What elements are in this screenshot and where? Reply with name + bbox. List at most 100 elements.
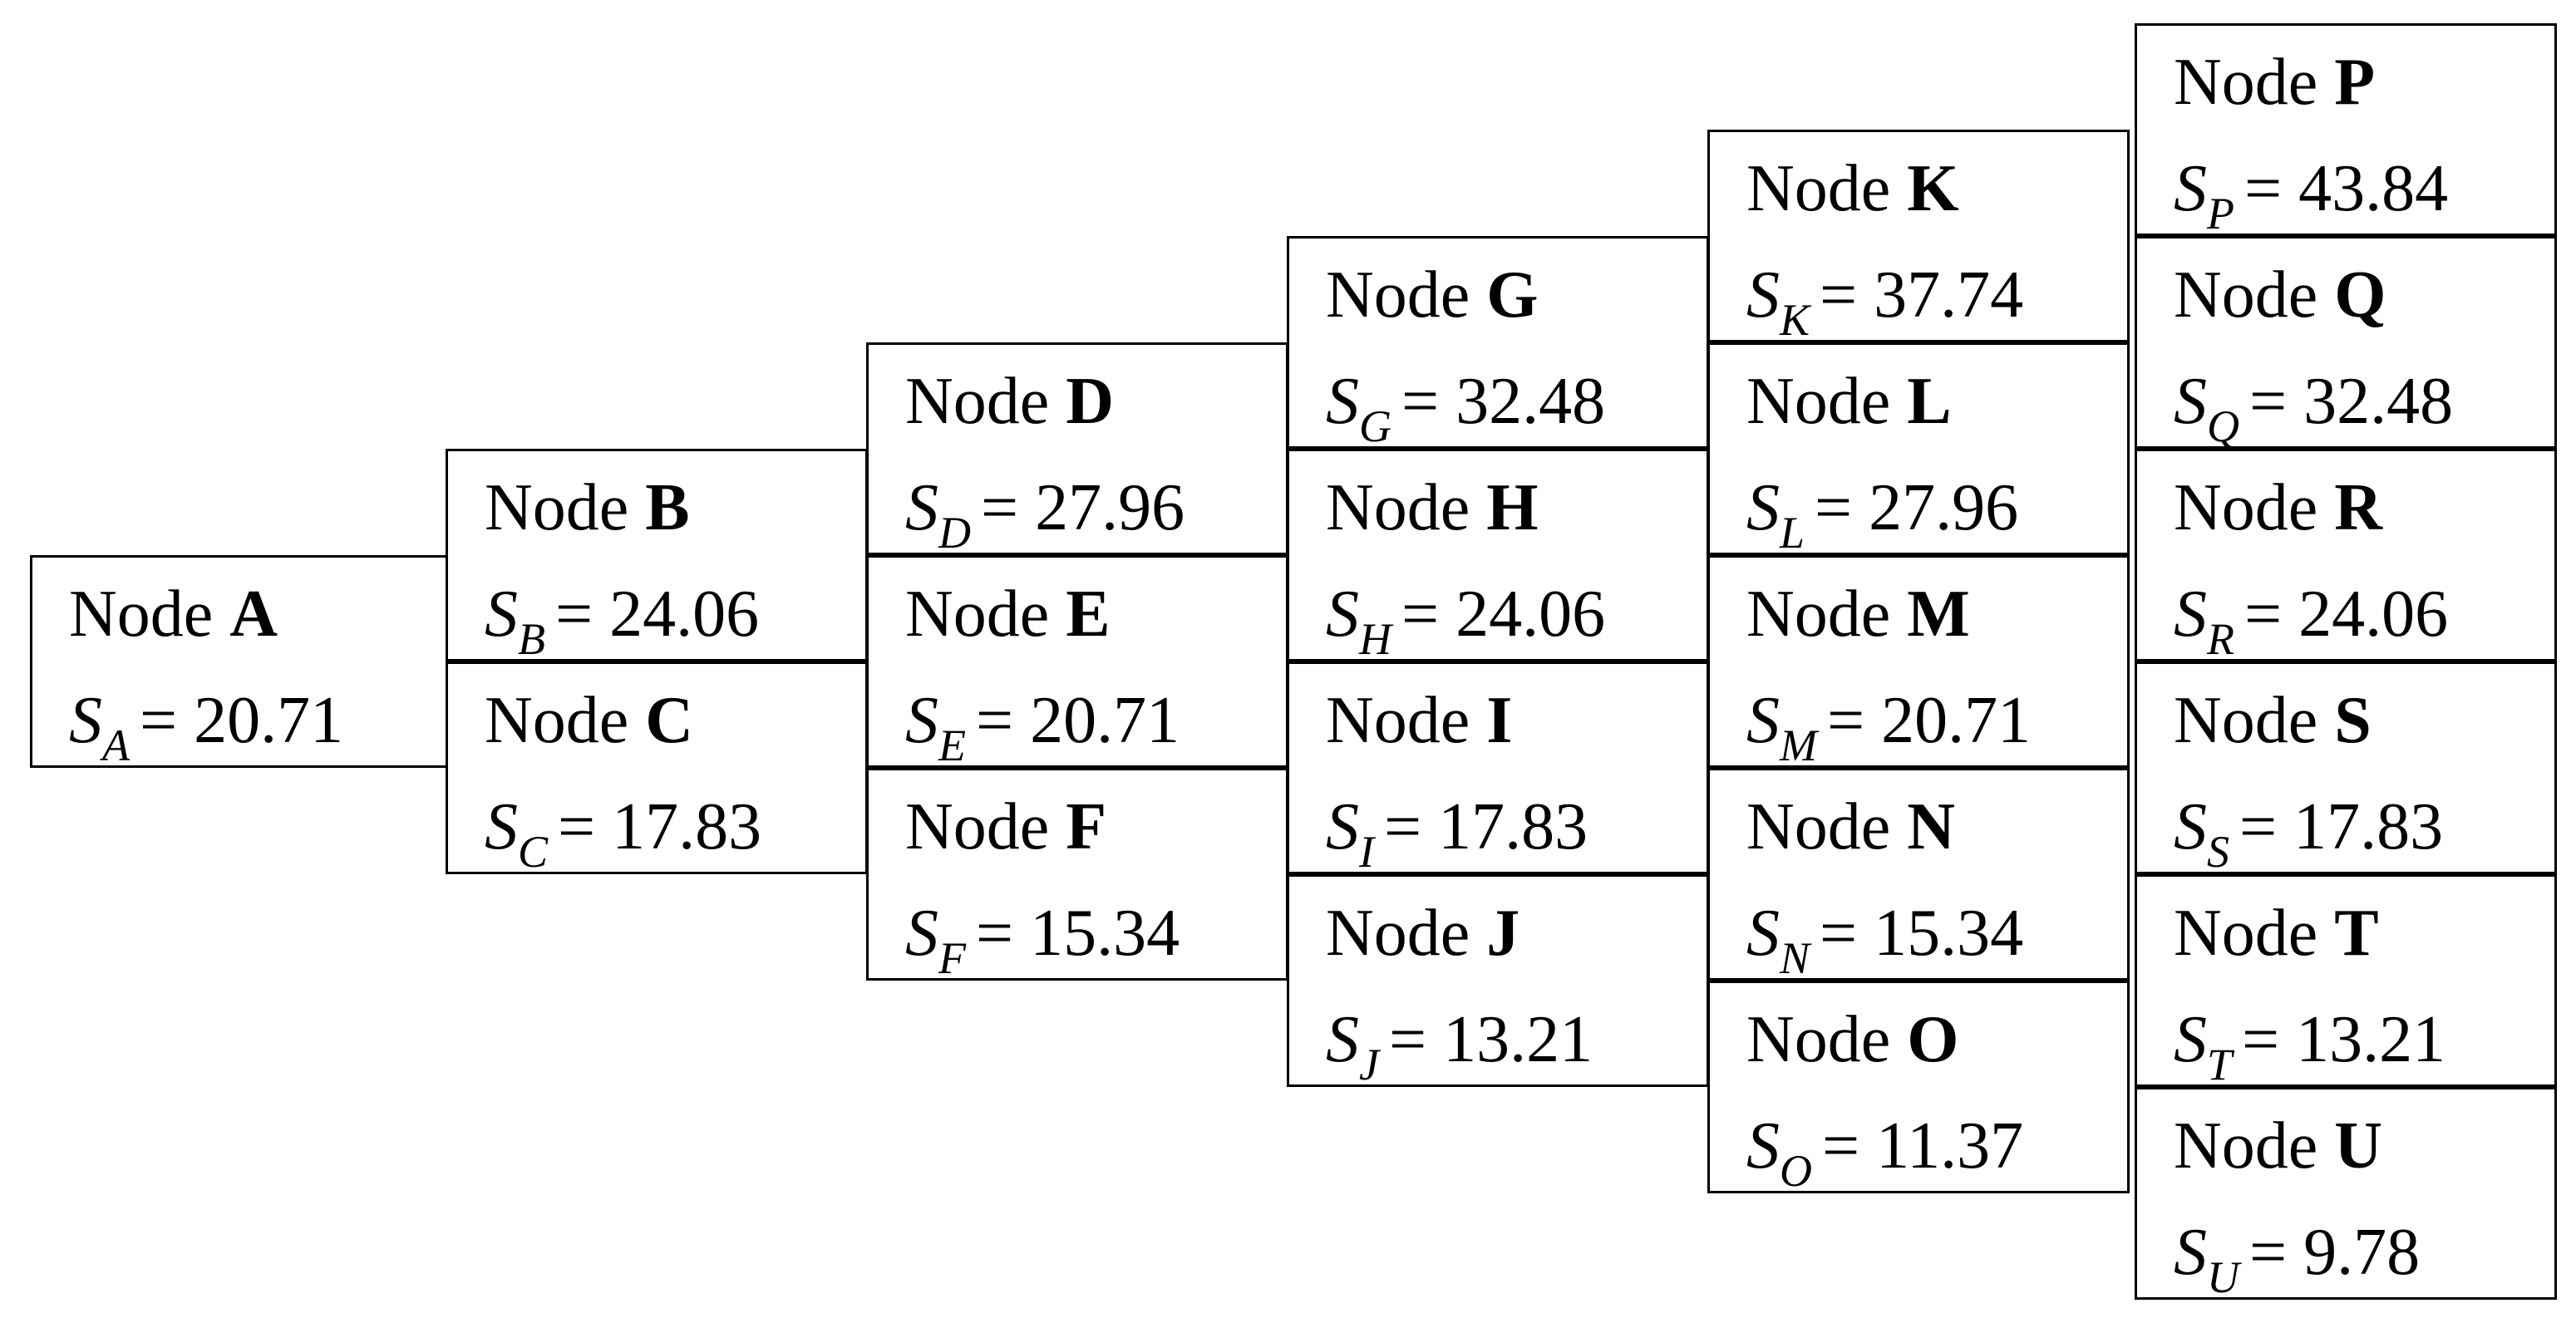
node-value-line: SO= 11.37 (1746, 1113, 2023, 1193)
node-id: K (1907, 152, 1959, 225)
node-title: Node U (2174, 1113, 2382, 1179)
node-value: = 9.78 (2249, 1216, 2421, 1289)
node-prefix: Node (1746, 365, 1891, 438)
state-symbol: S (1326, 790, 1359, 863)
node-title: Node A (69, 581, 278, 647)
node-title: Node K (1746, 155, 1959, 222)
state-subscript: S (2207, 827, 2229, 877)
node-l: Node L SL= 27.96 (1707, 342, 2130, 555)
node-value-line: SH= 24.06 (1326, 581, 1605, 661)
node-value: = 32.48 (1401, 365, 1606, 438)
node-prefix: Node (1746, 1003, 1891, 1076)
node-title: Node B (485, 475, 690, 541)
node-id: M (1907, 578, 1970, 651)
node-title: Node G (1326, 262, 1539, 328)
node-value: = 37.74 (1820, 258, 2024, 332)
node-value-line: ST= 13.21 (2174, 1003, 2445, 1087)
state-subscript: E (938, 720, 966, 770)
node-value: = 24.06 (555, 578, 760, 651)
node-value: = 24.06 (2244, 578, 2449, 651)
node-value-line: SJ= 13.21 (1326, 1003, 1593, 1087)
node-prefix: Node (1326, 258, 1470, 332)
state-symbol: S (2174, 1003, 2207, 1076)
state-subscript: O (1780, 1146, 1812, 1196)
node-value-line: SU= 9.78 (2174, 1216, 2421, 1300)
node-title: Node S (2174, 687, 2372, 754)
node-prefix: Node (485, 684, 629, 757)
state-subscript: U (2207, 1252, 2239, 1302)
state-symbol: S (1326, 365, 1359, 438)
node-prefix: Node (905, 365, 1050, 438)
node-value-line: SF= 15.34 (905, 900, 1180, 981)
node-id: F (1066, 790, 1107, 863)
state-symbol: S (2174, 790, 2207, 863)
state-subscript: R (2207, 614, 2234, 664)
node-p: Node P SP= 43.84 (2135, 23, 2557, 236)
node-h: Node H SH= 24.06 (1287, 449, 1709, 661)
node-value: = 13.21 (1388, 1003, 1593, 1076)
node-id: D (1066, 365, 1115, 438)
node-prefix: Node (905, 790, 1050, 863)
node-value: = 17.83 (2239, 790, 2444, 863)
node-prefix: Node (2174, 1109, 2318, 1183)
node-value-line: SP= 43.84 (2174, 155, 2448, 236)
node-id: P (2334, 46, 2376, 119)
node-prefix: Node (1746, 152, 1891, 225)
node-title: Node M (1746, 581, 1970, 647)
node-value-line: SC= 17.83 (485, 794, 761, 874)
state-subscript: T (2207, 1040, 2233, 1089)
state-symbol: S (485, 790, 518, 863)
state-subscript: F (938, 933, 966, 983)
state-symbol: S (1746, 471, 1780, 544)
node-id: A (229, 578, 278, 651)
node-id: Q (2334, 258, 2386, 332)
node-id: B (645, 471, 690, 544)
state-subscript: L (1780, 508, 1805, 558)
node-value: = 20.71 (1826, 684, 2032, 757)
state-subscript: G (1359, 401, 1391, 451)
node-title: Node O (1746, 1006, 1959, 1073)
node-value: = 20.71 (976, 684, 1180, 757)
node-prefix: Node (1326, 897, 1470, 970)
state-symbol: S (905, 684, 938, 757)
node-title: Node L (1746, 368, 1952, 435)
node-title: Node N (1746, 794, 1955, 860)
node-value-line: SK= 37.74 (1746, 262, 2023, 342)
state-subscript: C (518, 827, 549, 877)
state-symbol: S (2174, 365, 2207, 438)
node-id: H (1486, 471, 1539, 544)
state-symbol: S (1746, 1109, 1780, 1183)
node-value: = 15.34 (976, 897, 1180, 970)
node-title: Node H (1326, 475, 1539, 541)
node-value: = 27.96 (981, 471, 1185, 544)
node-value: = 27.96 (1815, 471, 2019, 544)
node-prefix: Node (69, 578, 214, 651)
state-subscript: B (518, 614, 545, 664)
node-id: O (1907, 1003, 1959, 1076)
state-subscript: D (938, 508, 971, 558)
node-prefix: Node (1746, 790, 1891, 863)
node-prefix: Node (2174, 897, 2318, 970)
node-prefix: Node (2174, 46, 2318, 119)
state-symbol: S (1746, 684, 1780, 757)
state-symbol: S (905, 897, 938, 970)
node-prefix: Node (905, 578, 1050, 651)
node-value-line: SS= 17.83 (2174, 794, 2443, 874)
state-subscript: M (1780, 720, 1817, 770)
node-title: Node P (2174, 49, 2375, 116)
state-subscript: H (1359, 614, 1391, 664)
node-value-line: SD= 27.96 (905, 475, 1185, 555)
